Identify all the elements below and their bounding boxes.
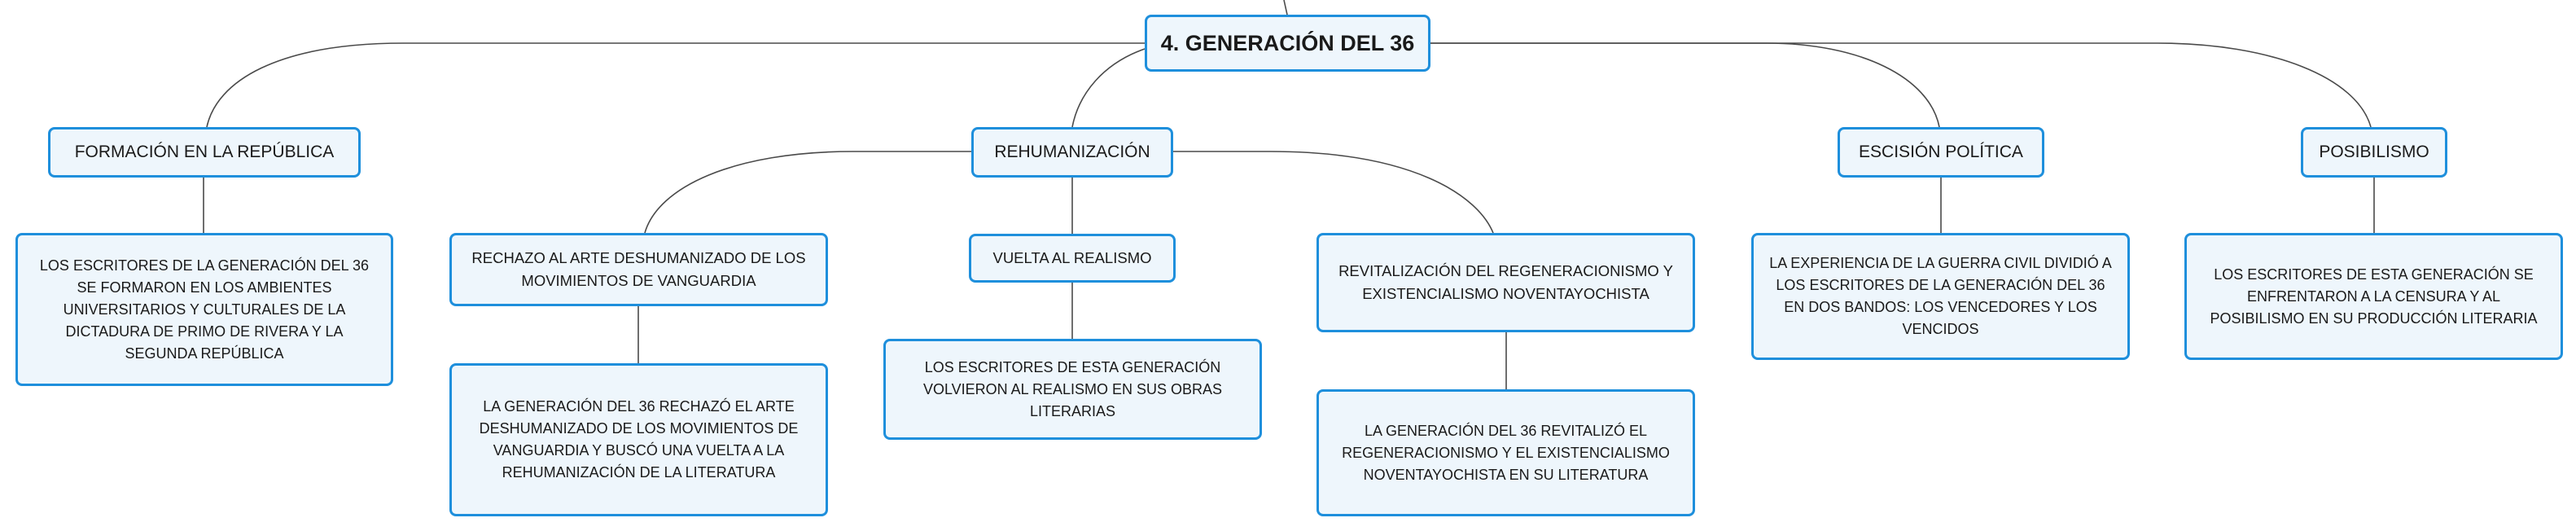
connector-root-top: [1283, 0, 1288, 15]
detail-rechazo-text: LA GENERACIÓN DEL 36 RECHAZÓ EL ARTE DES…: [479, 398, 799, 481]
branch-escision[interactable]: ESCISIÓN POLÍTICA: [1838, 127, 2044, 178]
branch-escision-title: ESCISIÓN POLÍTICA: [1859, 143, 2023, 161]
node-realismo-title: VUELTA AL REALISMO: [992, 249, 1152, 267]
branch-rehumanizacion-title: REHUMANIZACIÓN: [994, 143, 1150, 161]
detail-revitalizacion-text: LA GENERACIÓN DEL 36 REVITALIZÓ EL REGEN…: [1342, 422, 1670, 483]
branch-rehumanizacion[interactable]: REHUMANIZACIÓN: [971, 127, 1173, 178]
connector-root-posibilismo: [1430, 42, 2372, 128]
connector-root-formacion: [206, 42, 1145, 128]
node-revitalizacion[interactable]: REVITALIZACIÓN DEL REGENERACIONISMO Y EX…: [1316, 233, 1695, 332]
detail-rechazo[interactable]: LA GENERACIÓN DEL 36 RECHAZÓ EL ARTE DES…: [449, 363, 828, 516]
node-realismo[interactable]: VUELTA AL REALISMO: [969, 234, 1176, 283]
detail-escision[interactable]: LA EXPERIENCIA DE LA GUERRA CIVIL DIVIDI…: [1751, 233, 2130, 360]
detail-revitalizacion[interactable]: LA GENERACIÓN DEL 36 REVITALIZÓ EL REGEN…: [1316, 389, 1695, 516]
node-rechazo-title: RECHAZO AL ARTE DESHUMANIZADO DE LOS MOV…: [471, 249, 806, 289]
root-node[interactable]: 4. GENERACIÓN DEL 36: [1145, 15, 1430, 72]
detail-posibilismo-text: LOS ESCRITORES DE ESTA GENERACIÓN SE ENF…: [2210, 266, 2538, 327]
detail-realismo-text: LOS ESCRITORES DE ESTA GENERACIÓN VOLVIE…: [922, 358, 1223, 419]
node-revitalizacion-title: REVITALIZACIÓN DEL REGENERACIONISMO Y EX…: [1338, 262, 1673, 302]
detail-formacion-text: LOS ESCRITORES DE LA GENERACIÓN DEL 36 S…: [39, 257, 370, 362]
branch-posibilismo[interactable]: POSIBILISMO: [2301, 127, 2447, 178]
detail-formacion[interactable]: LOS ESCRITORES DE LA GENERACIÓN DEL 36 S…: [15, 233, 393, 386]
branch-formacion[interactable]: FORMACIÓN EN LA REPÚBLICA: [48, 127, 361, 178]
detail-posibilismo[interactable]: LOS ESCRITORES DE ESTA GENERACIÓN SE ENF…: [2184, 233, 2563, 360]
root-title: 4. GENERACIÓN DEL 36: [1160, 30, 1415, 55]
connector-rehum-rechazo: [644, 151, 971, 234]
node-rechazo[interactable]: RECHAZO AL ARTE DESHUMANIZADO DE LOS MOV…: [449, 233, 828, 306]
connector-root-escision: [1430, 42, 1940, 128]
branch-formacion-title: FORMACIÓN EN LA REPÚBLICA: [74, 143, 335, 161]
connector-rehum-revital: [1173, 151, 1494, 234]
detail-escision-text: LA EXPERIENCIA DE LA GUERRA CIVIL DIVIDI…: [1769, 255, 2112, 337]
detail-realismo[interactable]: LOS ESCRITORES DE ESTA GENERACIÓN VOLVIE…: [883, 339, 1262, 440]
connector-root-rehumanizacion: [1071, 48, 1146, 128]
branch-posibilismo-title: POSIBILISMO: [2319, 143, 2429, 161]
